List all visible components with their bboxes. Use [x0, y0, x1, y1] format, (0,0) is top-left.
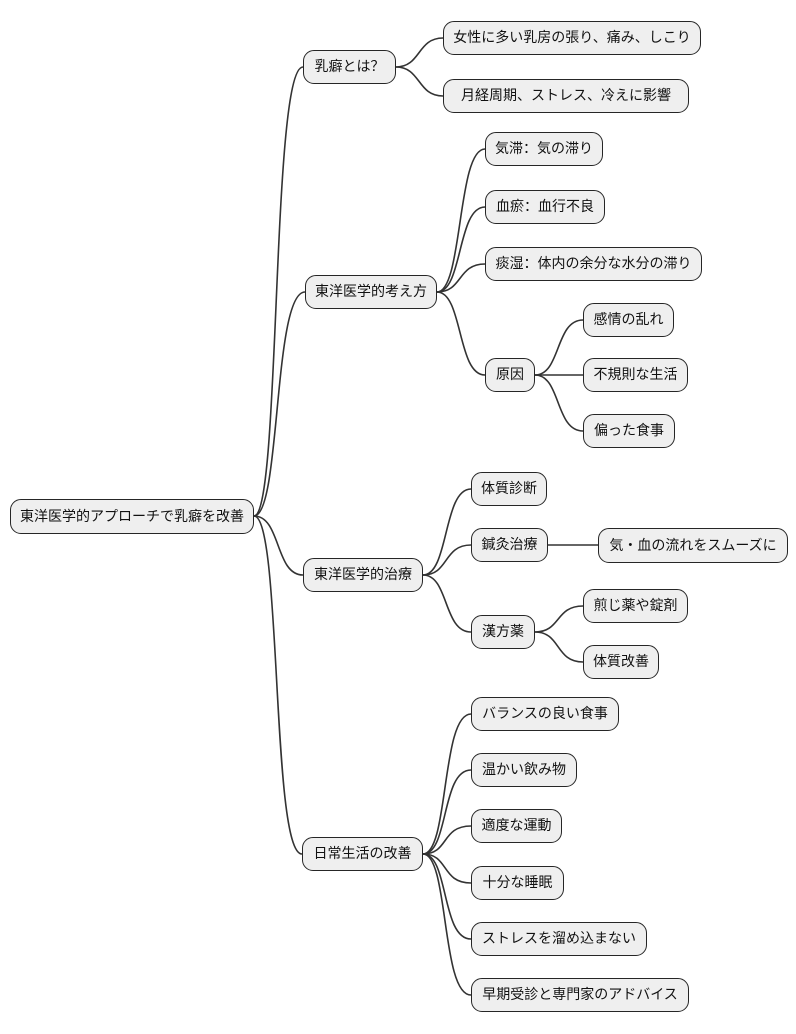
- edge-root-daily-life: [253, 515, 303, 855]
- edge-group: [253, 37, 598, 996]
- node-irregular-life: 不規則な生活: [583, 358, 688, 392]
- edge-daily-early-consult: [422, 853, 472, 996]
- edge-tcm-treatment-acupuncture: [422, 544, 472, 576]
- node-what-is: 乳癖とは？: [303, 50, 396, 84]
- edge-tcm-view-qi-stagnation: [436, 148, 486, 293]
- node-balanced-diet: バランスの良い食事: [471, 697, 619, 731]
- node-qi-blood-flow: 気・血の流れをスムーズに: [598, 528, 788, 563]
- edge-causes-unbalanced-diet: [534, 374, 584, 432]
- edge-root-tcm-treatment: [253, 515, 304, 576]
- node-blood-stasis: 血瘀：血行不良: [485, 190, 605, 224]
- edge-daily-exercise: [422, 825, 472, 855]
- node-emotions: 感情の乱れ: [583, 303, 674, 337]
- node-acupuncture: 鍼灸治療: [471, 528, 548, 562]
- node-qi-stagnation: 気滞：気の滞り: [485, 132, 603, 166]
- node-tcm-treatment: 東洋医学的治療: [303, 558, 423, 592]
- node-warm-drinks: 温かい飲み物: [471, 753, 577, 787]
- node-root: 東洋医学的アプローチで乳癖を改善: [10, 499, 254, 534]
- edge-daily-sleep: [422, 853, 472, 884]
- edge-daily-warm-drinks: [422, 769, 472, 855]
- node-no-stress: ストレスを溜め込まない: [471, 922, 647, 956]
- edge-tcm-view-blood-stasis: [436, 206, 486, 293]
- node-moderate-exercise: 適度な運動: [471, 809, 562, 843]
- node-triggers: 月経周期、ストレス、冷えに影響: [443, 79, 689, 113]
- edge-root-tcm-view: [253, 291, 306, 517]
- edge-kampo-constitution: [534, 631, 584, 663]
- edge-what-is-triggers: [395, 66, 444, 97]
- node-symptoms: 女性に多い乳房の張り、痛み、しこり: [443, 21, 701, 55]
- node-early-consult: 早期受診と専門家のアドバイス: [471, 978, 689, 1012]
- edge-tcm-view-causes: [436, 291, 486, 376]
- edge-kampo-decoction: [534, 605, 584, 633]
- edge-daily-balanced-diet: [422, 713, 472, 855]
- edge-root-what-is: [253, 66, 304, 517]
- edge-daily-no-stress: [422, 853, 472, 940]
- node-enough-sleep: 十分な睡眠: [471, 866, 564, 900]
- edge-causes-emotions: [534, 319, 584, 376]
- edge-tcm-treatment-kampo: [422, 574, 472, 633]
- node-phlegm-damp: 痰湿：体内の余分な水分の滞り: [485, 247, 702, 281]
- node-tcm-view: 東洋医学的考え方: [305, 275, 437, 309]
- node-causes: 原因: [485, 358, 535, 392]
- node-unbalanced-diet: 偏った食事: [583, 414, 675, 448]
- node-constitution-improvement: 体質改善: [583, 645, 659, 679]
- edge-tcm-view-phlegm-damp: [436, 263, 486, 293]
- node-kampo: 漢方薬: [471, 615, 535, 649]
- edge-tcm-treatment-diagnosis: [422, 488, 472, 576]
- node-daily-life: 日常生活の改善: [302, 837, 423, 871]
- node-decoction-tablets: 煎じ薬や錠剤: [583, 589, 688, 623]
- edge-what-is-symptoms: [395, 37, 444, 68]
- node-constitution-diagnosis: 体質診断: [471, 472, 547, 506]
